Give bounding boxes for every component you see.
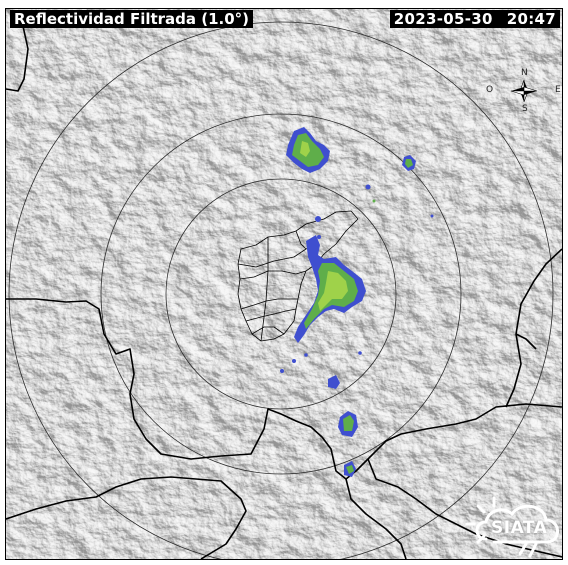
logo-cloud-icon bbox=[465, 496, 559, 558]
echo-s3-medium bbox=[346, 465, 354, 474]
echo-cell-northeast bbox=[402, 155, 416, 171]
range-ring-outer bbox=[8, 21, 554, 559]
border-south-east bbox=[367, 458, 562, 558]
radar-map: N S E O SIATA bbox=[5, 8, 563, 560]
border-north-west bbox=[6, 16, 29, 92]
compass-west: O bbox=[486, 85, 494, 95]
compass-rose: N S E O bbox=[484, 68, 562, 139]
border-east-stub bbox=[515, 333, 537, 350]
radar-echoes bbox=[280, 127, 434, 477]
compass-icon bbox=[510, 79, 538, 103]
echo-speck-3 bbox=[430, 214, 434, 218]
municipality-divider-7 bbox=[295, 230, 307, 250]
echo-central-tip bbox=[310, 243, 318, 259]
echo-cell-central bbox=[294, 235, 366, 343]
map-canvas bbox=[6, 9, 562, 559]
echo-speck-8 bbox=[358, 351, 362, 355]
border-east bbox=[505, 248, 562, 408]
municipality-divider-4 bbox=[245, 308, 297, 322]
echo-speck-9 bbox=[317, 235, 321, 239]
timestamp: 2023-05-30 20:47 bbox=[389, 10, 560, 28]
compass-north: N bbox=[521, 68, 528, 78]
border-west bbox=[6, 298, 562, 480]
siata-logo: SIATA bbox=[464, 494, 562, 559]
echo-cell-north bbox=[286, 127, 330, 173]
echo-speck-6 bbox=[304, 353, 308, 357]
echo-speck-2 bbox=[372, 199, 376, 203]
echo-speck-7 bbox=[280, 369, 284, 373]
municipality-divider-6 bbox=[251, 326, 285, 335]
administrative-borders bbox=[6, 16, 562, 559]
range-ring-inner bbox=[165, 178, 397, 410]
municipality-divider-2 bbox=[239, 270, 307, 280]
range-rings bbox=[8, 21, 554, 559]
logo-text: SIATA bbox=[491, 518, 548, 538]
range-ring-middle bbox=[100, 113, 462, 475]
timestamp-date: 2023-05-30 bbox=[393, 10, 493, 28]
echo-central-strong bbox=[318, 271, 348, 311]
echo-speck-5 bbox=[292, 359, 296, 363]
echo-cell-south-3 bbox=[344, 461, 356, 477]
echo-north-strong bbox=[300, 141, 310, 157]
municipality-divider-5 bbox=[260, 237, 269, 342]
echo-cell-south-2 bbox=[338, 411, 358, 437]
border-south-mid bbox=[345, 478, 407, 559]
echo-cell-south-1 bbox=[328, 375, 340, 389]
echo-speck-1 bbox=[365, 184, 371, 190]
compass-east: E bbox=[555, 85, 561, 95]
echo-speck-4 bbox=[315, 216, 321, 222]
terrain-relief bbox=[6, 9, 562, 559]
border-south bbox=[6, 476, 247, 559]
echo-s1-weak bbox=[328, 375, 340, 389]
echo-ne-medium bbox=[405, 159, 413, 168]
product-title: Reflectividad Filtrada (1.0°) bbox=[10, 10, 254, 28]
compass-south: S bbox=[522, 104, 528, 114]
echo-s2-medium bbox=[343, 415, 354, 431]
timestamp-time: 20:47 bbox=[506, 10, 556, 28]
